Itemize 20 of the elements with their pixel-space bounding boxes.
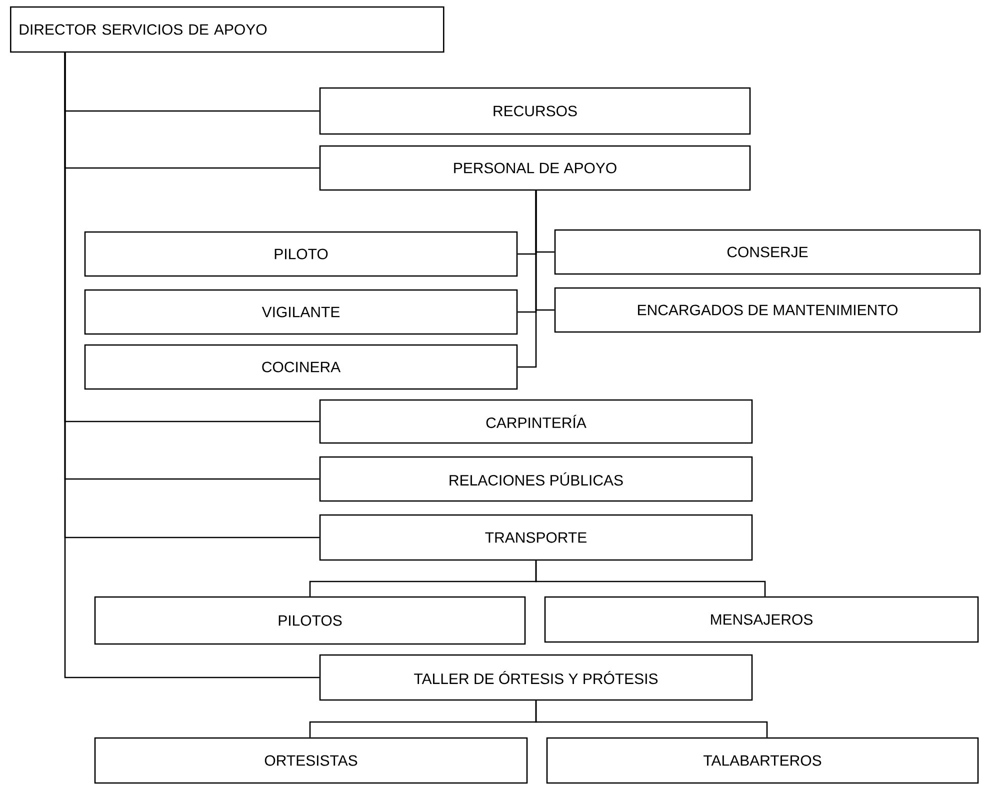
connector-line <box>535 560 766 596</box>
org-box: ENCARGADOS DE MANTENIMIENTO <box>554 287 981 333</box>
org-box: PILOTO <box>84 231 518 277</box>
connector-line <box>535 700 768 738</box>
org-box: ORTESISTAS <box>94 737 528 784</box>
org-box: DIRECTOR SERVICIOS DE APOYO <box>10 6 444 53</box>
org-box: COCINERA <box>84 344 518 390</box>
connector-line <box>64 52 320 678</box>
org-box: CARPINTERÍA <box>319 399 753 444</box>
org-box: VIGILANTE <box>84 289 518 335</box>
org-box: RELACIONES PÚBLICAS <box>319 456 753 502</box>
org-box: TALLER DE ÓRTESIS Y PRÓTESIS <box>319 654 753 701</box>
org-box: CONSERJE <box>554 229 981 275</box>
org-box: PILOTOS <box>94 596 526 645</box>
org-box: RECURSOS <box>319 87 751 135</box>
org-box: TRANSPORTE <box>319 514 753 561</box>
org-box: MENSAJEROS <box>544 596 979 643</box>
org-box: PERSONAL DE APOYO <box>319 145 751 191</box>
connector-line <box>518 190 537 368</box>
org-box: TALABARTEROS <box>546 737 979 784</box>
